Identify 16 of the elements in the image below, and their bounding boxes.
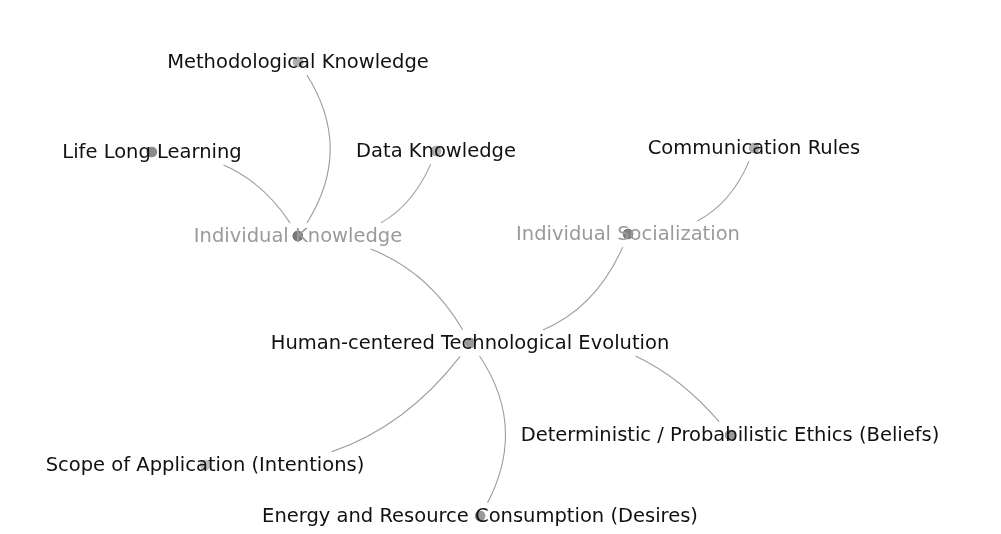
connector-line [478,355,506,504]
connector-line [696,160,750,222]
node-label: Data Knowledge [356,140,516,162]
connector-line [306,74,331,224]
connector-line [370,248,464,331]
connector-line [223,164,291,224]
node-label: Life Long Learning [62,141,242,163]
node-label: Energy and Resource Consumption (Desires) [262,505,698,527]
node-label: Deterministic / Probabilistic Ethics (Beliefs) [520,424,940,446]
node-label: Human-centered Technological Evolution [270,332,670,354]
connector-line [380,163,432,224]
node-label: Methodological Knowledge [167,51,429,73]
connector-line [331,355,461,453]
node-label: Scope of Application (Intentions) [45,454,365,476]
connector-line [635,355,720,423]
connector-line [542,246,624,331]
